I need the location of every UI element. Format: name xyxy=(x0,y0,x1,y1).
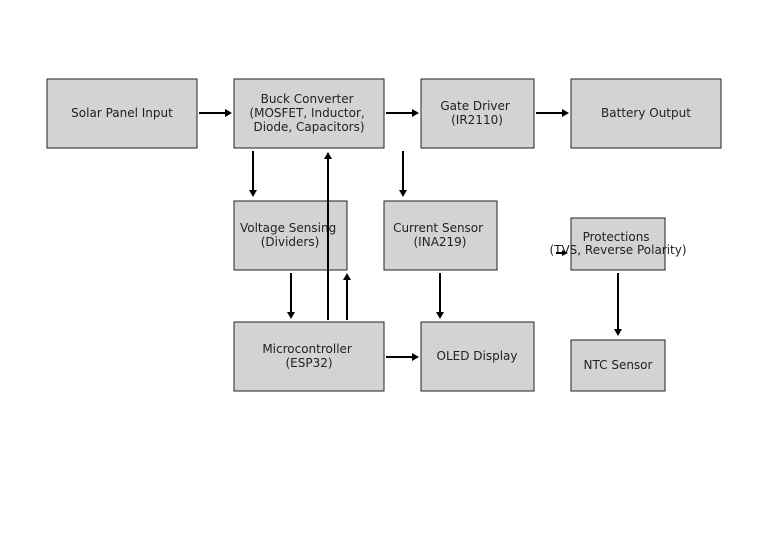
gate-driver-block: Gate Driver (IR2110) xyxy=(420,78,535,149)
arrow-into-protections xyxy=(556,250,568,256)
oled-display-block: OLED Display xyxy=(420,321,535,392)
arrow-buck-to-current-sensor xyxy=(399,151,407,197)
block-label-line: OLED Display xyxy=(437,349,518,363)
block-label: Battery Output xyxy=(601,106,691,120)
block-label-line: NTC Sensor xyxy=(584,358,653,372)
current-sensor-block: Current Sensor (INA219) xyxy=(383,200,498,271)
block-label-line: Protections xyxy=(583,230,650,244)
block-label-line: Current Sensor xyxy=(393,221,483,235)
block-label-line: (MOSFET, Inductor, xyxy=(249,106,364,120)
microcontroller-block: Microcontroller (ESP32) xyxy=(233,321,385,392)
block-label-line: Voltage Sensing xyxy=(240,221,336,235)
protections-block: Protections (TVS, Reverse Polarity) xyxy=(549,217,687,271)
block-label-line: Microcontroller xyxy=(262,342,352,356)
arrow-buck-to-voltage-sensing xyxy=(249,151,257,197)
block-label-line: Diode, Capacitors) xyxy=(253,120,364,134)
block-label: Voltage Sensing (Dividers) xyxy=(240,221,340,249)
block-label: Buck Converter (MOSFET, Inductor, Diode,… xyxy=(249,92,368,134)
buck-converter-block: Buck Converter (MOSFET, Inductor, Diode,… xyxy=(233,78,385,149)
block-label-line: (IR2110) xyxy=(451,113,503,127)
block-label-line: (Dividers) xyxy=(261,235,320,249)
block-label: Microcontroller (ESP32) xyxy=(262,342,355,370)
block-label-line: Battery Output xyxy=(601,106,691,120)
solar-panel-input-block: Solar Panel Input xyxy=(46,78,198,149)
voltage-sensing-block: Voltage Sensing (Dividers) xyxy=(233,200,348,271)
arrow-gate-driver-to-battery xyxy=(536,109,569,117)
arrow-current-sensor-to-oled xyxy=(436,273,444,319)
block-label: Protections (TVS, Reverse Polarity) xyxy=(549,230,686,257)
arrow-mcu-to-oled xyxy=(386,353,419,361)
block-label-line: Buck Converter xyxy=(261,92,354,106)
block-label: OLED Display xyxy=(437,349,518,363)
block-label: Gate Driver (IR2110) xyxy=(440,99,513,127)
block-label-line: (ESP32) xyxy=(285,356,332,370)
arrow-mcu-to-buck xyxy=(324,152,332,320)
block-label: Current Sensor (INA219) xyxy=(393,221,487,249)
block-label-line: Gate Driver xyxy=(440,99,510,113)
block-label: NTC Sensor xyxy=(584,358,653,372)
arrow-mcu-to-voltage-sensing xyxy=(343,273,351,320)
arrow-solar-to-buck xyxy=(199,109,232,117)
block-label-line: (TVS, Reverse Polarity) xyxy=(549,243,686,257)
arrow-protections-to-ntc-sensor xyxy=(614,273,622,336)
block-label-line: (INA219) xyxy=(414,235,467,249)
arrow-buck-to-gate-driver xyxy=(386,109,419,117)
ntc-sensor-block: NTC Sensor xyxy=(570,339,666,392)
arrow-voltage-sensing-to-mcu xyxy=(287,273,295,319)
block-label: Solar Panel Input xyxy=(71,106,173,120)
block-label-line: Solar Panel Input xyxy=(71,106,173,120)
battery-output-block: Battery Output xyxy=(570,78,722,149)
